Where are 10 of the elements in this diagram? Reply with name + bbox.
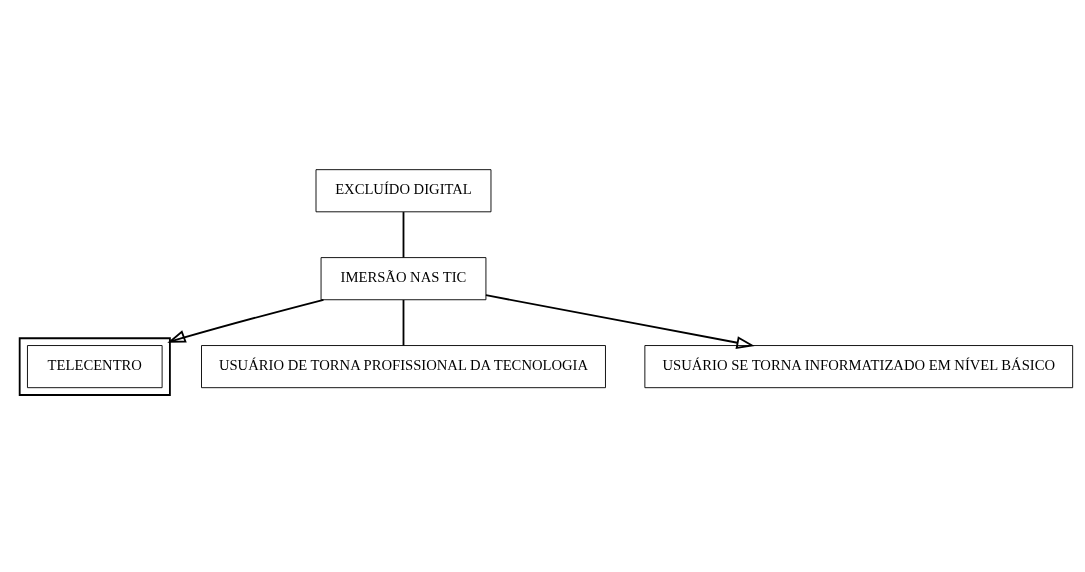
node-box: EXCLUÍDO DIGITAL	[315, 169, 492, 213]
connector	[402, 211, 405, 259]
arrow	[167, 298, 325, 343]
node-box: USUÁRIO DE TORNA PROFISSIONAL DA TECNOLOGIA	[201, 345, 606, 389]
arrow	[485, 294, 755, 349]
node-box: IMERSÃO NAS TIC	[320, 257, 487, 301]
node-box: TELECENTRO	[27, 345, 163, 389]
cluster	[18, 337, 171, 396]
node-box: USUÁRIO SE TORNA INFORMATIZADO EM NÍVEL BÁSICO	[644, 345, 1074, 389]
connector	[402, 299, 405, 347]
